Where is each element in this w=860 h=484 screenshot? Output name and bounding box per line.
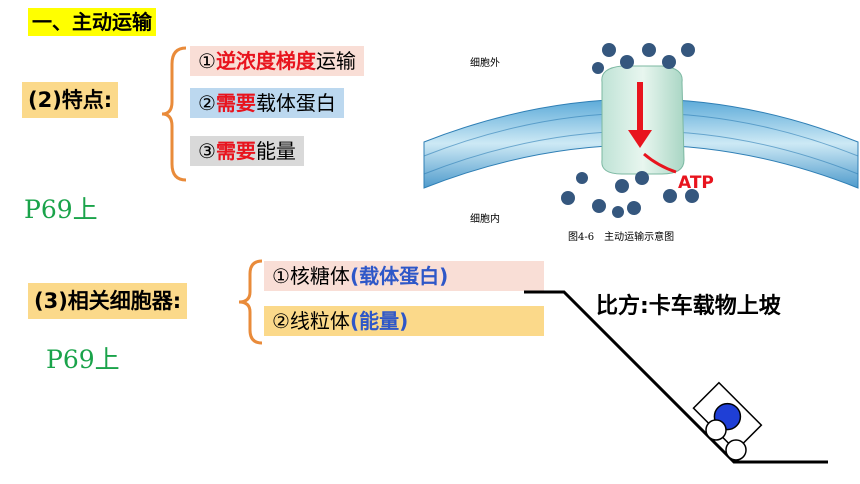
molecules-inside xyxy=(561,171,699,218)
feature-item-2: ②需要载体蛋白 xyxy=(190,88,344,118)
feature-item-3: ③需要能量 xyxy=(190,136,304,166)
truck-icon xyxy=(692,381,763,452)
slope-truck-illustration xyxy=(524,290,828,464)
organelles-label: (3)相关细胞器: xyxy=(28,283,188,319)
atp-label: ATP xyxy=(678,173,714,193)
molecules-outside xyxy=(592,43,695,74)
organelle-item-2: ②线粒体(能量) xyxy=(264,306,544,336)
organelles-brace-icon xyxy=(238,259,263,345)
feature-item-1: ①逆浓度梯度运输 xyxy=(190,46,364,76)
section-title: 一、主动运输 xyxy=(28,8,156,36)
features-brace-icon xyxy=(161,46,187,182)
features-label: (2)特点: xyxy=(22,82,119,118)
inside-label: 细胞内 xyxy=(470,212,500,225)
figure-caption: 图4-6 主动运输示意图 xyxy=(568,230,674,243)
analogy-text: 比方:卡车载物上坡 xyxy=(596,294,781,319)
page-ref-features: P69上 xyxy=(24,195,98,224)
outside-label: 细胞外 xyxy=(470,56,500,69)
page-ref-organelles: P69上 xyxy=(46,345,120,374)
membrane-diagram: 细胞外 细胞内 ATP 图4-6 主动运输示意图 xyxy=(423,43,859,243)
organelle-item-1: ①核糖体(载体蛋白) xyxy=(264,261,544,291)
